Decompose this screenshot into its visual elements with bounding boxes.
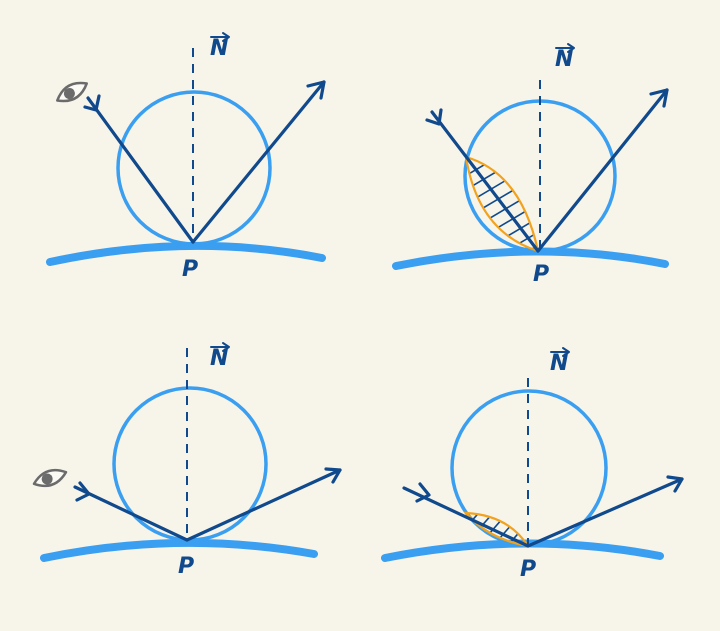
normal-vector-arrow xyxy=(210,342,230,352)
eye-icon xyxy=(32,468,68,488)
normal-vector-arrow xyxy=(210,32,230,42)
reflected-ray xyxy=(526,477,684,548)
reflected-ray-arrowhead xyxy=(649,88,669,108)
panel-top-right: N P xyxy=(392,43,669,287)
eye-icon xyxy=(56,81,88,103)
normal-label: N xyxy=(550,351,568,376)
panel-bottom-left: N P xyxy=(32,342,342,579)
reflected-ray xyxy=(185,468,342,542)
reflected-ray-arrowhead xyxy=(306,80,326,100)
reflected-ray-arrowhead xyxy=(324,467,342,484)
surface-curve xyxy=(392,247,669,270)
normal-label: N xyxy=(555,47,573,72)
normal-label: N xyxy=(210,346,228,371)
surface-curve xyxy=(40,538,318,562)
panel-bottom-right: N P xyxy=(381,347,684,582)
incident-ray-arrowhead xyxy=(75,481,91,502)
normal-label: N xyxy=(210,36,228,61)
point-label: P xyxy=(533,262,549,287)
reflection-lobe-sphere xyxy=(116,90,272,246)
panel-top-left: N P xyxy=(46,32,326,282)
incident-ray xyxy=(86,96,195,244)
incident-ray-arrowhead xyxy=(425,108,443,126)
surface-curve xyxy=(46,241,326,266)
reflected-ray xyxy=(536,88,669,253)
point-label: P xyxy=(520,557,536,582)
point-label: P xyxy=(178,554,194,579)
incident-ray-arrowhead xyxy=(83,94,101,112)
reflected-ray-arrowhead xyxy=(666,475,684,493)
normal-vector-arrow xyxy=(550,347,570,357)
incident-ray-arrowhead xyxy=(415,482,431,503)
reflected-ray xyxy=(191,80,326,244)
normal-vector-arrow xyxy=(555,43,575,53)
incident-ray xyxy=(73,485,189,542)
incident-ray xyxy=(430,110,540,253)
point-label: P xyxy=(182,257,198,282)
